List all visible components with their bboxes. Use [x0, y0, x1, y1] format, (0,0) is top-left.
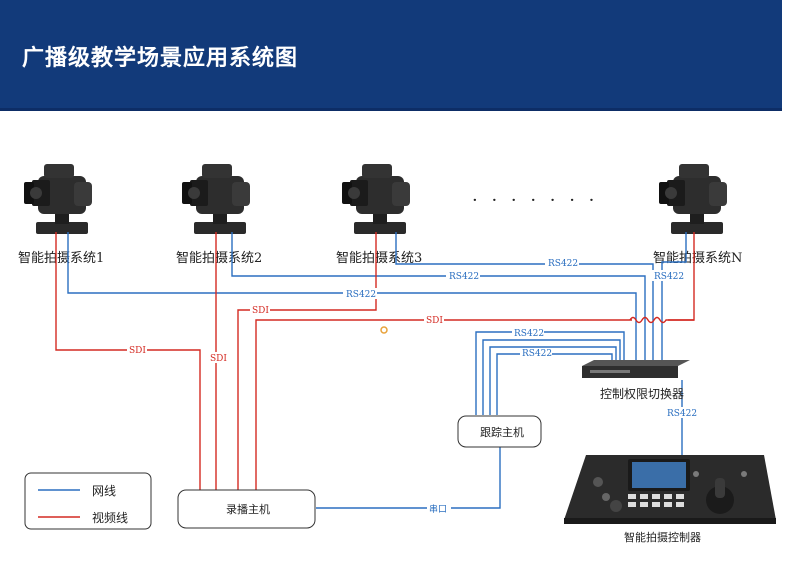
- camera-3: [342, 164, 410, 234]
- permission-switcher-device: [582, 360, 690, 378]
- recorder-host-box: [177, 489, 316, 529]
- switcher-label: 控制权限切换器: [600, 387, 684, 401]
- page-title: 广播级教学场景应用系统图: [22, 46, 299, 71]
- camera-label-2: 智能拍摄系统2: [176, 251, 262, 266]
- tracker-host-label: 跟踪主机: [480, 425, 524, 439]
- camera-label-1: 智能拍摄系统1: [18, 251, 104, 266]
- camera-2: [182, 164, 250, 234]
- sdi-label-3: SDI: [252, 306, 269, 316]
- legend-box: [24, 472, 152, 530]
- rs422-label-2: RS422: [449, 272, 479, 282]
- rs422-label-track-2: RS422: [522, 349, 552, 359]
- sdi-label-n: SDI: [426, 316, 443, 326]
- rs422-label-top: RS422: [548, 259, 578, 269]
- camera-label-3: 智能拍摄系统3: [336, 251, 422, 266]
- sdi-label-1: SDI: [129, 346, 146, 356]
- rs422-label-1: RS422: [346, 290, 376, 300]
- serial-label: 串口: [429, 504, 447, 515]
- header-banner: 广播级教学场景应用系统图: [0, 0, 782, 111]
- sdi-label-2: SDI: [210, 354, 227, 364]
- tracker-host-box: [457, 415, 542, 448]
- rs422-label-n: RS422: [654, 272, 684, 282]
- controller-label: 智能拍摄控制器: [624, 530, 701, 544]
- rs422-label-controller: RS422: [667, 409, 697, 419]
- legend-video-label: 视频线: [92, 510, 128, 525]
- camera-label-n: 智能拍摄系统N: [653, 251, 742, 266]
- rs422-label-track-1: RS422: [514, 329, 544, 339]
- camera-n: [659, 164, 727, 234]
- camera-1: [24, 164, 92, 234]
- recorder-host-label: 录播主机: [226, 502, 270, 516]
- ptz-controller-device: [564, 455, 776, 524]
- ellipsis-dots: · · · · · · ·: [472, 190, 598, 211]
- legend-network-label: 网线: [92, 484, 116, 498]
